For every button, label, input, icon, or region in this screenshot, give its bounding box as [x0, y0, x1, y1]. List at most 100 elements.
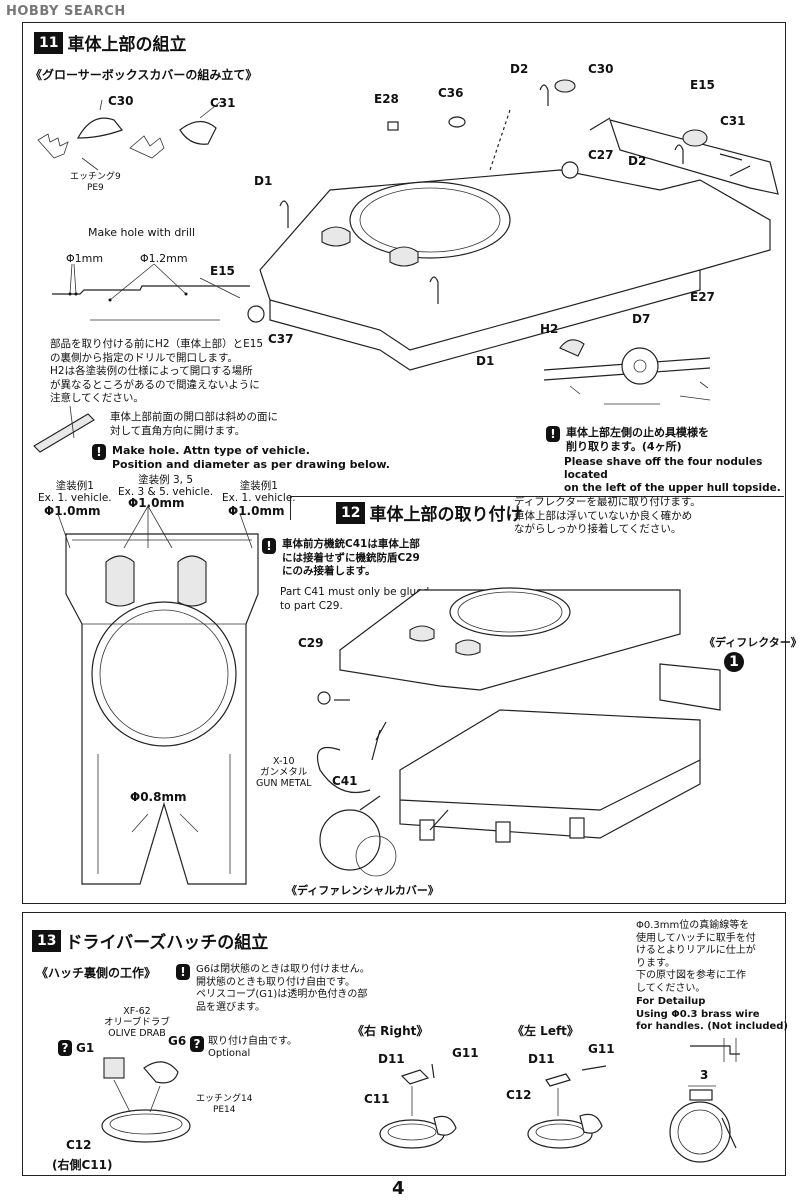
deflector-step-number: 1 — [724, 652, 744, 672]
part-c30-hull: C30 — [588, 62, 614, 76]
step13-number: 13 — [32, 929, 62, 952]
step12-number: 12 — [336, 501, 366, 524]
ex35-label: 塗装例 3, 5 Ex. 3 & 5. vehicle. — [118, 474, 214, 498]
part-c29: C29 — [298, 636, 324, 650]
glowbox-drawing — [37, 99, 221, 171]
step13-title: ドライバーズハッチの組立 — [65, 933, 269, 953]
part-c11-right: C11 — [364, 1092, 390, 1106]
shave-detail-drawing — [543, 339, 711, 405]
hull-plan-drawing — [57, 505, 259, 885]
drill-note-jp: 部品を取り付ける前にH2（車体上部）とE15 の裏側から指定のドリルで開口します… — [50, 338, 264, 404]
paint-x10: X-10 ガンメタル GUN METAL — [256, 756, 312, 789]
paint-xf62: XF-62 オリーブドラブ OLIVE DRAB — [104, 1006, 170, 1039]
part-d2: D2 — [510, 62, 529, 76]
part-e15-drill: E15 — [210, 264, 235, 278]
part-c30: C30 — [108, 94, 134, 108]
part-c31-hull: C31 — [720, 114, 746, 128]
ex35-phi: Φ1.0mm — [128, 496, 185, 510]
optional-text: 取り付け自由です。 Optional — [208, 1036, 297, 1059]
brass-note-en: For Detailup Using Φ0.3 brass wire for h… — [636, 996, 788, 1032]
glowbox-title: 《グローサーボックスカバーの組み立て》 — [30, 68, 258, 82]
ex1-right-phi: Φ1.0mm — [228, 504, 285, 518]
part-d7: D7 — [632, 312, 651, 326]
step12-heading: 12 車体上部の取り付け — [336, 500, 522, 525]
drill-title: Make hole with drill — [88, 226, 196, 239]
warning-icon: ! — [546, 426, 560, 442]
part-d2-b: D2 — [628, 154, 647, 168]
part-g1: G1 — [76, 1041, 95, 1055]
step11-number: 11 — [34, 31, 64, 54]
step13-heading: 13 ドライバーズハッチの組立 — [32, 928, 268, 953]
diff-cover-label: 《ディファレンシャルカバー》 — [286, 884, 439, 897]
step12-left-divider — [290, 496, 291, 520]
mg-warning: ! 車体前方機銃C41は車体上部 には接着せずに機銃防盾C29 にのみ接着します… — [262, 538, 420, 579]
warning-icon: ? — [58, 1040, 72, 1056]
etching-pe14: エッチング14 PE14 — [196, 1094, 253, 1115]
part-e15-hull: E15 — [690, 78, 715, 92]
shave-warning: ! 車体上部左側の止め具模様を 削り取ります。(4ヶ所) — [546, 426, 709, 454]
step13-frame — [22, 912, 786, 1176]
hatch-back-drawing — [101, 1057, 191, 1143]
part-d11-left: D11 — [528, 1052, 555, 1066]
right-title: 《右 Right》 — [352, 1024, 429, 1038]
part-d1-b: D1 — [476, 354, 495, 368]
mg-note-en: Part C41 must only be glued to part C29. — [280, 586, 430, 612]
part-c37: C37 — [268, 332, 294, 346]
part-e27: E27 — [690, 290, 715, 304]
shave-note-jp: 車体上部左側の止め具模様を 削り取ります。(4ヶ所) — [566, 426, 709, 453]
mg-note-jp: 車体前方機銃C41は車体上部 には接着せずに機銃防盾C29 にのみ接着します。 — [282, 538, 420, 577]
g6-warning: ! G6は閉状態のときは取り付けません。 開状態のときも取り付け自由です。 ペリ… — [176, 964, 370, 1014]
part-c31: C31 — [210, 96, 236, 110]
brass-note-jp: Φ0.3mm位の真鍮線等を 使用してハッチに取手を付 けるとよりリアルに仕上が … — [636, 920, 756, 994]
warning-icon: ! — [176, 964, 190, 980]
part-d1: D1 — [254, 174, 273, 188]
make-hole-note: Make hole. Attn type of vehicle. Positio… — [112, 444, 390, 471]
angle-note: 車体上部前面の開口部は斜めの面に 対して直角方向に開けます。 — [110, 411, 278, 437]
drill-phi1: Φ1mm — [66, 252, 104, 265]
deflector-note: ディフレクターを最初に取り付けます。 車体上部は浮いていないか良く確かめ ながら… — [514, 496, 701, 535]
step11-title: 車体上部の組立 — [67, 35, 187, 55]
left-title: 《左 Left》 — [512, 1024, 579, 1038]
watermark: HOBBY SEARCH — [6, 4, 126, 19]
dim-3-top: 3 — [700, 1068, 709, 1082]
warning-icon: ! — [92, 444, 106, 460]
part-e28: E28 — [374, 92, 399, 106]
angle-drill-icon — [33, 405, 95, 453]
drill-phi12: Φ1.2mm — [140, 252, 188, 265]
g1-part: ? G1 — [58, 1040, 94, 1056]
part-c36: C36 — [438, 86, 464, 100]
drill-diagram — [52, 263, 250, 321]
part-g11-left: G11 — [588, 1042, 615, 1056]
deflector-label: 《ディフレクター》 — [704, 636, 801, 649]
g6-note: G6は閉状態のときは取り付けません。 開状態のときも取り付け自由です。 ペリスコ… — [196, 964, 370, 1013]
step11-heading: 11 車体上部の組立 — [34, 30, 186, 55]
etching-pe9-label: エッチング9 PE9 — [70, 172, 121, 193]
hull-phi08: Φ0.8mm — [130, 790, 187, 804]
part-c12: C12 — [66, 1138, 92, 1152]
hull-assembly-drawing — [316, 587, 721, 877]
part-c12-right-note: (右側C11) — [52, 1158, 113, 1172]
ex1-right-label: 塗装例1 Ex. 1. vehicle. — [222, 480, 296, 504]
step11-12-frame — [22, 22, 786, 904]
page-number: 4 — [392, 1178, 405, 1199]
part-c27: C27 — [588, 148, 614, 162]
part-d11-right: D11 — [378, 1052, 405, 1066]
warning-icon: ? — [190, 1036, 204, 1052]
part-h2: H2 — [540, 322, 559, 336]
ex1-left-label: 塗装例1 Ex. 1. vehicle. — [38, 480, 112, 504]
part-g11-right: G11 — [452, 1046, 479, 1060]
right-hatch-drawing — [379, 1063, 457, 1149]
brass-detail-drawing — [669, 1038, 740, 1163]
shave-note-en: Please shave off the four nodules locate… — [564, 456, 781, 494]
warning-icon: ! — [262, 538, 276, 554]
hatch-back-title: 《ハッチ裏側の工作》 — [36, 966, 157, 980]
optional-note: ? 取り付け自由です。 Optional — [190, 1036, 297, 1060]
part-c41: C41 — [332, 774, 358, 788]
part-c12-left: C12 — [506, 1088, 532, 1102]
make-hole-warning: ! Make hole. Attn type of vehicle. Posit… — [92, 444, 390, 472]
left-hatch-drawing — [527, 1065, 607, 1149]
part-g6: G6 — [168, 1034, 187, 1048]
step12-title: 車体上部の取り付け — [369, 505, 523, 525]
step12-divider — [290, 496, 784, 497]
upper-hull-drawing — [247, 79, 779, 371]
